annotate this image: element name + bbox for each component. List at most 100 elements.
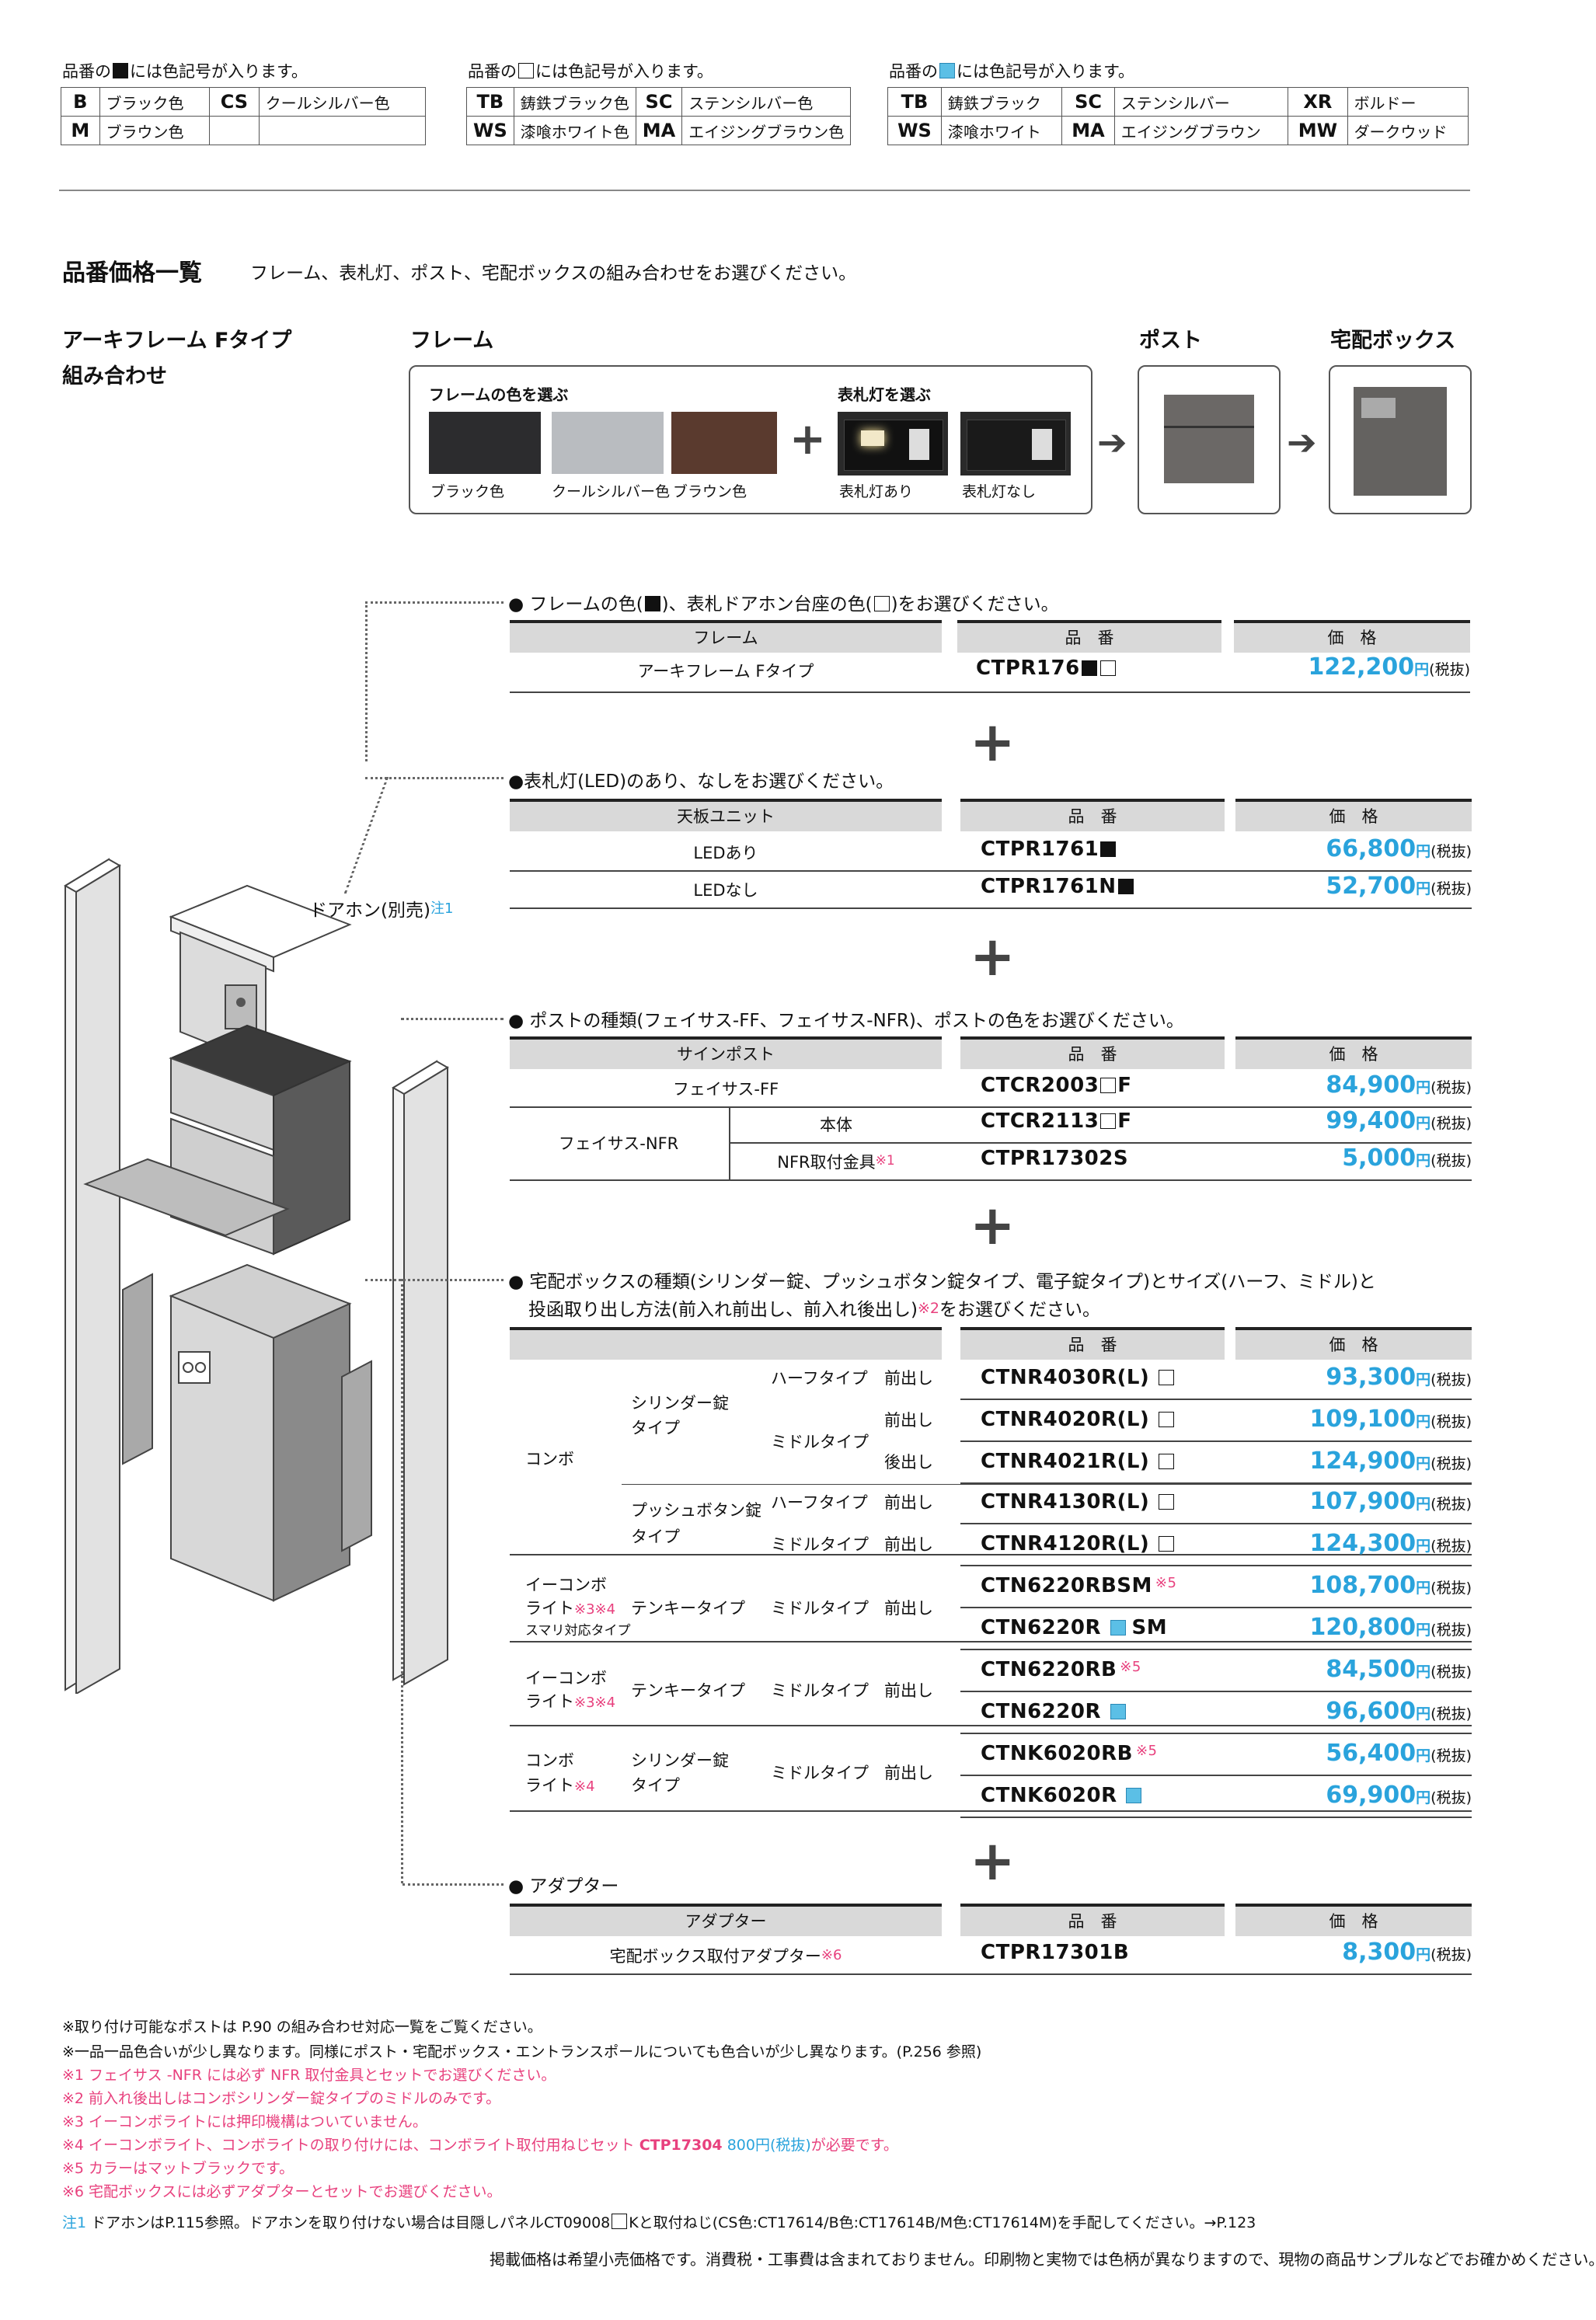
box-code: CTNR4021R(L) — [981, 1450, 1176, 1473]
leader-line — [365, 777, 504, 779]
box-label: 宅配ボックス — [1330, 329, 1456, 353]
note: ※4 イーコンボライト、コンボライトの取り付けには、コンボライト取付用ねじセット… — [62, 2137, 898, 2154]
blue-square-icon — [939, 63, 955, 78]
col-divider — [729, 1106, 730, 1181]
swatch-label: クールシルバー色 — [552, 483, 671, 500]
box-price: 124,900円(税抜) — [1309, 1447, 1472, 1475]
post-ff-name: フェイサス-FF — [672, 1080, 779, 1099]
white-square-icon — [1158, 1370, 1174, 1385]
note: ※1 フェイサス -NFR には必ず NFR 取付金具とセットでお選びください。 — [62, 2067, 556, 2084]
frame-color-title: フレームの色を選ぶ — [429, 385, 569, 404]
white-square-icon — [1158, 1454, 1174, 1469]
col-header: 価 格 — [1235, 799, 1472, 831]
box-code: CTN6220R SM — [981, 1616, 1168, 1639]
black-square-icon — [1100, 841, 1117, 857]
color-caption-white: 品番のには色記号が入ります。 — [468, 62, 713, 81]
box-price: 120,800円(税抜) — [1309, 1614, 1472, 1641]
white-square-icon — [1099, 660, 1116, 676]
divider — [59, 190, 1470, 191]
col-header: 価 格 — [1234, 620, 1470, 653]
group-cylinder-type: タイプ — [631, 1776, 680, 1795]
box-code: CTN6220R — [981, 1700, 1127, 1723]
light-off-label: 表札灯なし — [962, 483, 1037, 500]
plus-icon: + — [970, 925, 1016, 988]
col-header: 品 番 — [960, 799, 1225, 831]
size-middle: ミドルタイプ — [771, 1764, 869, 1782]
white-square-icon — [873, 596, 890, 611]
frame-label: フレーム — [410, 329, 494, 353]
box-price: 69,900円(税抜) — [1326, 1782, 1472, 1809]
row-line — [510, 1725, 1472, 1726]
leader-line — [401, 1279, 403, 1883]
frame-price: 122,200円(税抜) — [1308, 653, 1470, 681]
adapter-instruction: ● アダプター — [508, 1876, 619, 1897]
opening-back: 後出し — [884, 1453, 933, 1472]
note: ※一品一品色合いが少し異なります。同様にポスト・宅配ボックス・エントランスポール… — [62, 2043, 982, 2060]
black-square-icon — [1081, 660, 1097, 676]
box-price: 56,400円(税抜) — [1326, 1740, 1472, 1767]
row-line — [622, 1484, 1472, 1485]
white-square-icon — [1158, 1412, 1174, 1427]
swatch-black — [429, 412, 541, 474]
size-middle: ミドルタイプ — [771, 1535, 869, 1554]
leader-line — [365, 601, 368, 761]
row-line — [510, 691, 1470, 693]
col-header: サインポスト — [510, 1036, 942, 1069]
frame-illustration — [64, 858, 449, 1694]
swatch-brown — [671, 412, 777, 474]
type-tenkey: テンキータイプ — [631, 1599, 745, 1618]
combo-title-2: 組み合わせ — [62, 364, 167, 388]
row-line — [960, 1607, 1472, 1608]
group-combo-lite-2: ライト※4 — [525, 1776, 595, 1795]
delivery-box — [1329, 365, 1472, 514]
row-line — [960, 1775, 1472, 1776]
row-line — [960, 1440, 1472, 1442]
blue-square-icon — [1110, 1620, 1126, 1635]
light-price: 52,700円(税抜) — [1326, 873, 1472, 900]
row-line — [960, 1523, 1472, 1524]
white-square-icon — [1158, 1536, 1174, 1552]
leader-line — [365, 601, 504, 604]
note: ※3 イーコンボライトには押印機構はついていません。 — [62, 2113, 427, 2130]
row-line — [960, 1691, 1472, 1692]
col-header: 品 番 — [960, 1327, 1225, 1360]
swatch-label: ブラック色 — [430, 483, 505, 500]
note: ※6 宅配ボックスには必ずアダプターとセットでお選びください。 — [62, 2183, 502, 2200]
opening-front: 前出し — [884, 1411, 933, 1430]
plus-icon: + — [970, 1193, 1016, 1257]
row-line — [730, 1142, 1472, 1144]
group-combo: コンボ — [525, 1450, 574, 1468]
col-header: 品 番 — [960, 1036, 1225, 1069]
group-cylinder: シリンダー錠 — [631, 1751, 729, 1770]
box-code: CTNK6020RB※5 — [981, 1742, 1158, 1765]
post-nfr-body: 本体 — [820, 1116, 852, 1134]
size-middle: ミドルタイプ — [771, 1681, 869, 1700]
white-square-icon — [518, 63, 534, 78]
row-line — [510, 1179, 1472, 1181]
opening-front: 前出し — [884, 1535, 933, 1554]
box-price: 124,300円(税抜) — [1309, 1530, 1472, 1557]
box-instruction-1: ● 宅配ボックスの種類(シリンダー錠、プッシュボタン錠タイプ、電子錠タイプ)とサ… — [508, 1272, 1376, 1292]
note: ※5 カラーはマットブラックです。 — [62, 2160, 294, 2177]
row-line — [960, 1482, 1472, 1484]
black-square-icon — [1117, 879, 1134, 894]
post-box — [1138, 365, 1281, 514]
adapter-price: 8,300円(税抜) — [1342, 1939, 1472, 1966]
group-econ-smari: スマリ対応タイプ — [525, 1623, 631, 1639]
col-header: 価 格 — [1235, 1327, 1472, 1360]
box-price: 84,500円(税抜) — [1326, 1656, 1472, 1683]
frame-instruction: ● フレームの色()、表札ドアホン台座の色()をお選びください。 — [508, 594, 1059, 615]
box-code: CTNK6020R — [981, 1784, 1143, 1807]
color-caption-blue: 品番のには色記号が入ります。 — [889, 62, 1134, 81]
light-code: CTPR1761N — [981, 875, 1135, 898]
frame-code: CTPR176 — [976, 657, 1117, 680]
row-line — [960, 1817, 1472, 1818]
row-line — [960, 1733, 1472, 1734]
size-middle: ミドルタイプ — [771, 1599, 869, 1618]
adapter-name: 宅配ボックス取付アダプター※6 — [609, 1947, 842, 1966]
box-price: 93,300円(税抜) — [1326, 1364, 1472, 1391]
box-code: CTN6220RBSM※5 — [981, 1574, 1177, 1597]
swatch-label: ブラウン色 — [673, 483, 747, 500]
doorphone-label: ドアホン(別売)注1 — [309, 900, 454, 921]
